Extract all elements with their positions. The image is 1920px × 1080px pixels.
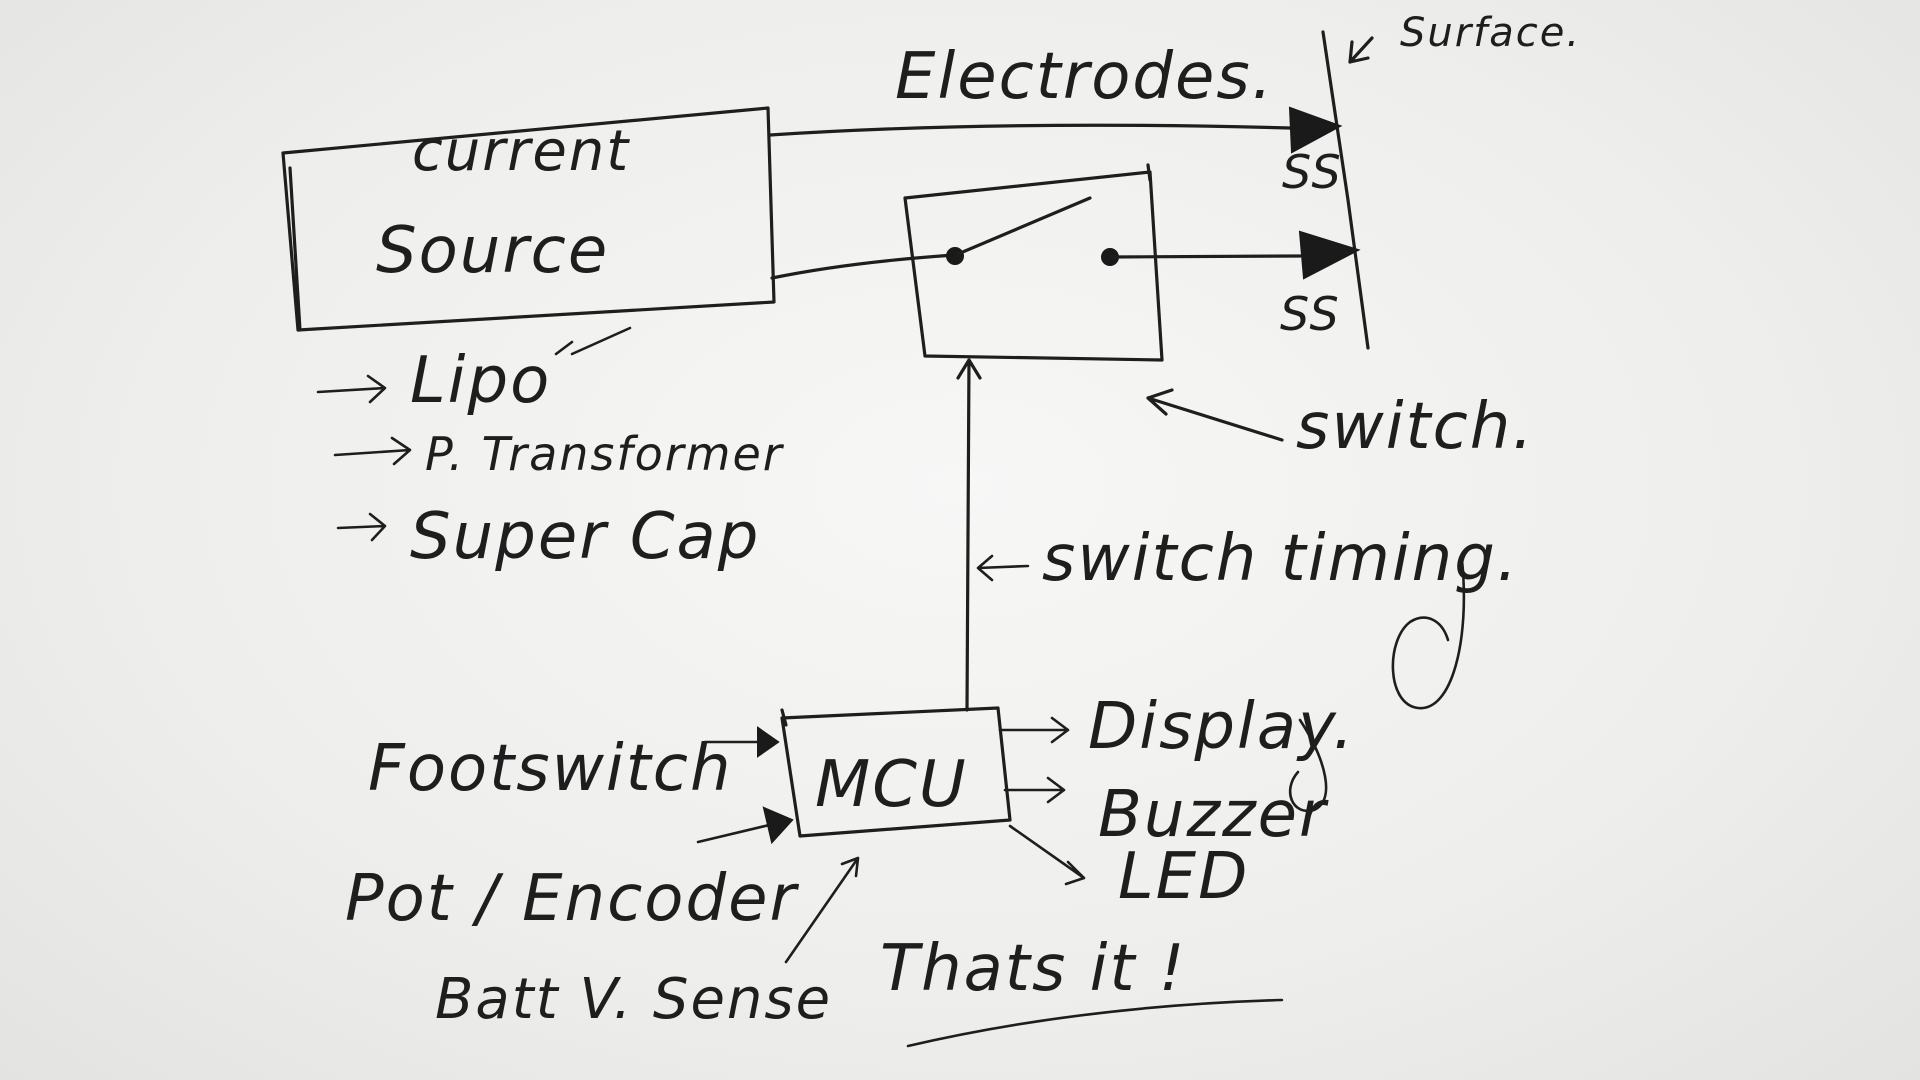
switch-pointer-arrow [1146, 388, 1284, 442]
display-y-loop [1288, 718, 1328, 813]
input-batt-sense: Batt V. Sense [435, 967, 832, 1032]
switch-blade [956, 196, 1092, 256]
switch-contact-left [946, 247, 964, 265]
footswitch-arrowhead [757, 726, 780, 758]
batt-sense-arrow [784, 856, 860, 964]
led-arrow [1008, 824, 1086, 886]
arrow-super-cap [336, 512, 387, 542]
display-arrow [998, 716, 1070, 744]
switch-timing-pointer [976, 554, 1030, 582]
pot-encoder-arrowhead [762, 806, 794, 845]
surface-line [1321, 30, 1370, 350]
electrode-bottom-ss-label: SS [1280, 287, 1341, 341]
thats-it-label: Thats it ! [880, 932, 1187, 1006]
wire-source-to-switch [770, 253, 957, 280]
switch-box [903, 163, 1164, 362]
electrodes-label: Electrodes. [895, 40, 1274, 114]
thats-it-underline [906, 998, 1284, 1048]
current-source-box [281, 106, 776, 332]
power-option-p-transformer: P. Transformer [425, 427, 785, 481]
input-footswitch: Footswitch [368, 732, 733, 806]
switch-timing-loop [1391, 558, 1466, 710]
buzzer-arrow [1003, 776, 1066, 804]
electrode-bottom-triangle [1298, 230, 1361, 280]
input-pot-encoder: Pot / Encoder [345, 862, 799, 936]
mcu-label: MCU [815, 748, 968, 822]
power-option-super-cap: Super Cap [410, 500, 760, 574]
wire-switch-to-bottom-electrode [1110, 254, 1302, 259]
arrow-lipo [316, 374, 387, 404]
output-led: LED [1118, 840, 1249, 914]
electrode-top-triangle [1288, 106, 1343, 154]
current-source-label-line2: Source [376, 214, 609, 288]
arrow-p-transformer [333, 436, 412, 466]
wire-source-to-top-electrode [768, 123, 1292, 137]
surface-pointer-arrow [1348, 36, 1374, 64]
switch-timing-label: switch timing. [1042, 522, 1519, 596]
power-option-lipo: Lipo [410, 344, 551, 418]
output-display: Display. [1088, 690, 1355, 764]
electrode-top-ss-label: SS [1282, 145, 1343, 199]
lipo-checkmark [554, 326, 632, 356]
output-buzzer: Buzzer [1098, 778, 1329, 852]
current-source-label-line1: current [412, 119, 630, 184]
mcu-box [780, 706, 1012, 838]
surface-label: Surface. [1400, 10, 1581, 56]
switch-label: switch. [1296, 390, 1535, 464]
switch-timing-line [956, 358, 982, 712]
